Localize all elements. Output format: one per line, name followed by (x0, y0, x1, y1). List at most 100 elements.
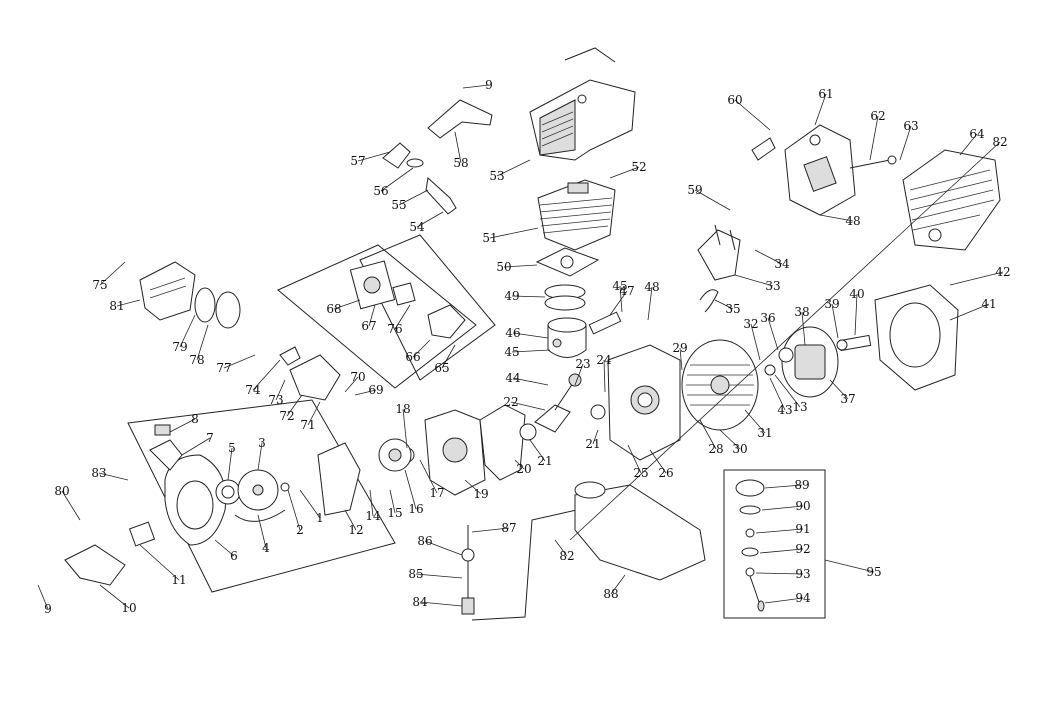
clutch-housing (874, 284, 959, 391)
leader-line-18 (402, 408, 408, 449)
part-label-92: 92 (795, 542, 810, 556)
leader-line-76 (394, 304, 411, 330)
leader-line-36 (767, 317, 779, 351)
crankshaft (534, 373, 606, 433)
leader-line-66 (412, 339, 431, 358)
part-label-2: 2 (296, 523, 304, 537)
leader-line-94 (764, 597, 804, 604)
leader-line-60 (734, 99, 771, 131)
muffler-gasket (751, 137, 776, 161)
leader-line-3 (257, 442, 263, 471)
leader-line-72 (286, 394, 303, 417)
part-label-74: 74 (245, 383, 261, 397)
leader-line-22 (510, 401, 546, 411)
spark-plug-cap (382, 142, 457, 215)
part-label-40: 40 (849, 287, 864, 301)
leader-line-26 (649, 449, 667, 474)
part-label-48: 48 (845, 214, 860, 228)
starter-pulley (378, 438, 412, 472)
part-label-14: 14 (365, 509, 381, 523)
leader-line-34 (754, 249, 783, 265)
part-label-18: 18 (395, 402, 410, 416)
leader-line-5 (227, 447, 233, 481)
part-label-10: 10 (121, 601, 136, 615)
part-label-41: 41 (981, 297, 996, 311)
fuel-cap-group-frame (723, 469, 826, 619)
part-label-64: 64 (969, 127, 985, 141)
leader-line-51 (489, 227, 539, 239)
part-label-33: 33 (765, 279, 780, 293)
leader-line-44 (512, 377, 549, 386)
leader-line-24 (603, 359, 606, 393)
part-label-59: 59 (687, 183, 702, 197)
leader-line-28 (699, 419, 717, 450)
part-label-25: 25 (633, 466, 648, 480)
leader-line-92 (759, 548, 804, 554)
part-label-86: 86 (417, 534, 432, 548)
part-label-57: 57 (350, 154, 365, 168)
piston-rings (544, 284, 586, 311)
part-label-91: 91 (795, 522, 810, 536)
leader-line-78 (196, 324, 209, 361)
part-label-55: 55 (391, 198, 406, 212)
part-label-45: 45 (504, 345, 519, 359)
part-label-23: 23 (575, 357, 590, 371)
leader-line-65 (441, 344, 456, 369)
leader-line-10 (99, 584, 130, 609)
leader-line-64 (959, 133, 978, 156)
part-label-31: 31 (757, 426, 772, 440)
leader-line-37 (829, 379, 849, 400)
muffler-bolt (849, 155, 897, 169)
part-label-88: 88 (603, 587, 618, 601)
leader-line-82 (569, 141, 1001, 541)
leader-line-2 (287, 489, 301, 531)
part-label-34: 34 (774, 257, 790, 271)
part-label-5: 5 (228, 441, 236, 455)
leader-line-77 (223, 354, 256, 369)
part-label-53: 53 (489, 169, 504, 183)
leader-line-41 (949, 303, 990, 321)
part-label-70: 70 (350, 370, 365, 384)
part-label-43: 43 (777, 403, 792, 417)
part-label-28: 28 (708, 442, 723, 456)
recoil-spring (215, 479, 241, 505)
part-label-15: 15 (387, 506, 402, 520)
part-label-44: 44 (505, 371, 521, 385)
part-label-9: 9 (44, 602, 52, 616)
part-label-54: 54 (409, 220, 425, 234)
leader-line-11 (139, 544, 180, 581)
leader-line-48 (819, 214, 854, 222)
leader-line-69 (354, 389, 377, 396)
fuel-tank (574, 481, 706, 581)
part-label-93: 93 (795, 567, 810, 581)
leader-line-21 (529, 439, 546, 462)
leader-line-56 (380, 167, 414, 192)
muffler-cover (902, 149, 1001, 251)
leader-line-48 (647, 286, 653, 321)
part-label-73: 73 (268, 393, 283, 407)
leader-line-19 (464, 479, 482, 495)
leader-line-43 (769, 377, 786, 411)
cylinder (537, 179, 616, 251)
part-label-21: 21 (585, 437, 600, 451)
carburetor-group-frame (277, 244, 477, 389)
part-label-3: 3 (258, 436, 266, 450)
part-label-72: 72 (279, 409, 294, 423)
leader-line-30 (719, 429, 741, 450)
part-label-69: 69 (368, 383, 383, 397)
leader-line-15 (389, 489, 396, 514)
part-label-6: 6 (230, 549, 238, 563)
leader-line-70 (344, 376, 359, 393)
leader-line-90 (761, 505, 804, 511)
part-label-63: 63 (903, 119, 918, 133)
leader-line-6 (214, 539, 235, 557)
air-filter-base (279, 346, 341, 401)
part-label-85: 85 (408, 567, 423, 581)
part-label-26: 26 (658, 466, 673, 480)
leader-line-71 (307, 401, 321, 426)
cover-plate (427, 99, 493, 139)
part-label-11: 11 (171, 573, 186, 587)
leader-line-16 (404, 469, 417, 510)
part-label-42: 42 (995, 265, 1010, 279)
